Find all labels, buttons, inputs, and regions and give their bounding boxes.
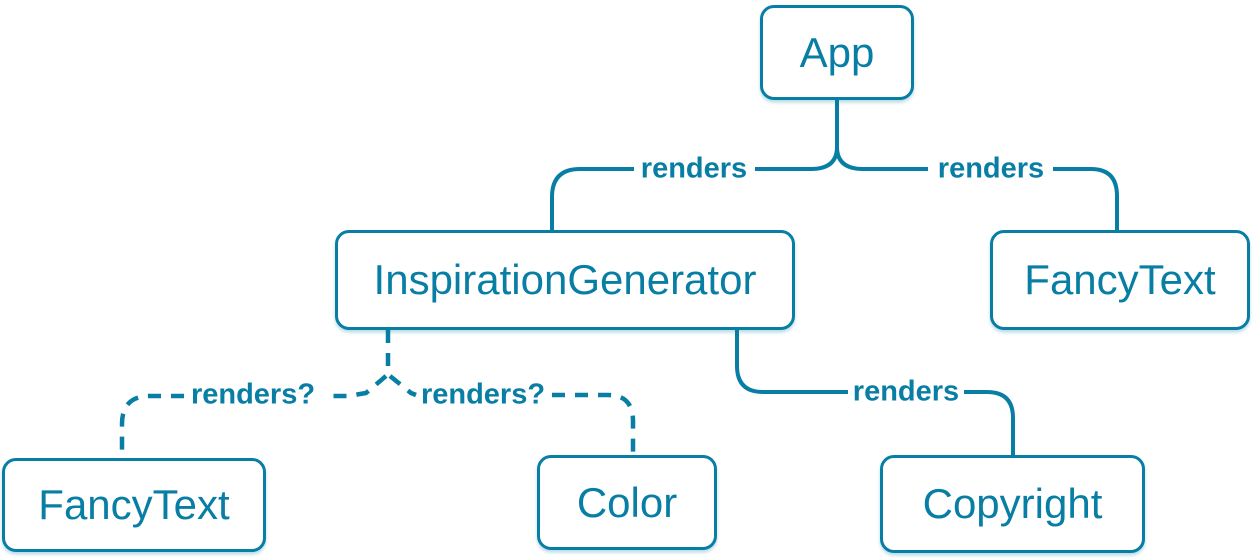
edge-label-renders-app-fancytext: renders bbox=[934, 153, 1048, 185]
edge-inspirationgenerator-to-color-b bbox=[552, 392, 636, 455]
node-copyright-label: Copyright bbox=[922, 480, 1103, 527]
node-fancy-text-bottom-label: FancyText bbox=[38, 481, 230, 528]
node-fancy-text-bottom: FancyText bbox=[2, 458, 266, 552]
edge-inspirationgenerator-to-fancytext-a bbox=[330, 374, 388, 399]
node-app-label: App bbox=[799, 28, 875, 76]
edge-inspirationgenerator-to-copyright-a bbox=[735, 330, 848, 394]
edge-inspirationgenerator-to-copyright-b bbox=[964, 390, 1015, 455]
edge-label-renders-app-inspirationgenerator: renders bbox=[637, 153, 751, 185]
node-copyright: Copyright bbox=[880, 455, 1145, 553]
edge-app-to-inspirationgenerator-a bbox=[755, 146, 839, 171]
node-fancy-text-top: FancyText bbox=[990, 230, 1250, 330]
node-app: App bbox=[760, 5, 914, 100]
node-inspiration-generator-label: InspirationGenerator bbox=[373, 256, 757, 303]
edge-label-renders-optional-color: renders? bbox=[417, 379, 549, 411]
edge-app-to-fancytext-b bbox=[1053, 167, 1119, 230]
edge-label-renders-optional-fancytext: renders? bbox=[187, 379, 319, 411]
node-inspiration-generator: InspirationGenerator bbox=[335, 230, 795, 330]
edge-app-to-inspirationgenerator-b bbox=[550, 167, 634, 230]
node-color: Color bbox=[537, 455, 717, 550]
edge-app-to-fancytext-a bbox=[835, 146, 928, 171]
node-color-label: Color bbox=[576, 478, 678, 526]
edge-label-renders-copyright: renders bbox=[849, 376, 963, 408]
edge-inspirationgenerator-to-color-a bbox=[388, 374, 417, 398]
edge-inspirationgenerator-to-fancytext-b bbox=[119, 393, 184, 458]
node-fancy-text-top-label: FancyText bbox=[1024, 256, 1216, 303]
